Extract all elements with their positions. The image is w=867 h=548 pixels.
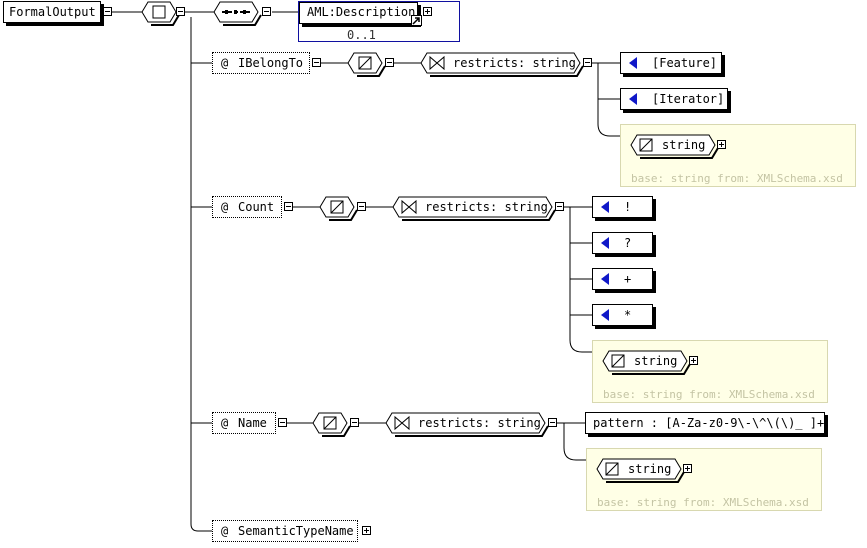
sequence-icon[interactable]	[212, 0, 262, 26]
attribute-symbol: @	[221, 200, 229, 214]
base-type-panel: string base: string from: XMLSchema.xsd	[620, 124, 856, 187]
enumeration-marker-icon	[629, 93, 637, 105]
pattern-facet[interactable]: pattern : [A-Za-z0-9\-\^\(\)_ ]+	[585, 412, 825, 434]
attribute-semantictypename-box[interactable]: @ SemanticTypeName	[212, 520, 358, 542]
base-type-note: base: string from: XMLSchema.xsd	[597, 496, 809, 509]
base-type-expand-toggle[interactable]	[689, 356, 698, 365]
enumeration-marker-icon	[601, 201, 609, 213]
compositor-collapse-toggle[interactable]	[176, 7, 185, 16]
simpletype-toggle[interactable]	[350, 418, 359, 427]
attribute-name-label: Name	[238, 416, 267, 430]
attribute-semantictypename-label: SemanticTypeName	[238, 524, 354, 538]
base-type-label: string	[662, 138, 706, 152]
enumeration-item[interactable]: [Feature]	[620, 52, 722, 74]
restriction-toggle[interactable]	[555, 202, 564, 211]
pattern-value: pattern : [A-Za-z0-9\-\^\(\)_ ]+	[593, 416, 825, 430]
restriction-shape[interactable]	[419, 51, 584, 77]
attribute-count-toggle[interactable]	[284, 202, 293, 211]
enumeration-item[interactable]: *	[592, 304, 653, 326]
attribute-symbol: @	[221, 524, 229, 538]
restriction-ibelongto-label: restricts: string	[453, 56, 576, 70]
root-element-label: FormalOutput	[9, 5, 96, 19]
base-type-expand-toggle[interactable]	[683, 464, 692, 473]
occurrence-label: 0..1	[347, 28, 376, 42]
attribute-ibelongto-label: IBelongTo	[238, 56, 304, 70]
base-type-panel: string base: string from: XMLSchema.xsd	[592, 340, 828, 403]
attribute-name-box[interactable]: @ Name	[212, 412, 276, 434]
base-type-shape[interactable]	[629, 133, 719, 159]
enumeration-value: +	[624, 272, 632, 286]
enumeration-item[interactable]: !	[592, 196, 653, 218]
enumeration-marker-icon	[601, 309, 609, 321]
base-type-panel: string base: string from: XMLSchema.xsd	[586, 448, 822, 511]
attribute-count-label: Count	[238, 200, 275, 214]
enumeration-value: [Iterator]	[652, 92, 725, 106]
enumeration-item[interactable]: +	[592, 268, 653, 290]
base-type-note: base: string from: XMLSchema.xsd	[631, 172, 843, 185]
enumeration-item[interactable]: [Iterator]	[620, 88, 728, 110]
enumeration-value: ?	[624, 236, 632, 250]
reference-arrow-icon	[411, 15, 422, 26]
enumeration-item[interactable]: ?	[592, 232, 653, 254]
restriction-count-label: restricts: string	[425, 200, 548, 214]
attribute-name-toggle[interactable]	[278, 418, 287, 427]
attribute-symbol: @	[221, 56, 229, 70]
base-type-shape[interactable]	[601, 349, 691, 375]
base-type-shape[interactable]	[595, 457, 685, 483]
attribute-ibelongto-toggle[interactable]	[312, 58, 321, 67]
root-element-box[interactable]: FormalOutput	[3, 1, 101, 23]
description-element-ref[interactable]: AML:Description 0..1	[298, 1, 460, 42]
simpletype-toggle[interactable]	[385, 58, 394, 67]
simpletype-toggle[interactable]	[357, 202, 366, 211]
attribute-semantictypename-toggle[interactable]	[362, 526, 371, 535]
description-element-label: AML:Description	[307, 5, 416, 19]
restriction-toggle[interactable]	[583, 58, 592, 67]
base-type-note: base: string from: XMLSchema.xsd	[603, 388, 815, 401]
attribute-symbol: @	[221, 416, 229, 430]
root-collapse-toggle[interactable]	[103, 7, 112, 16]
restriction-shape[interactable]	[384, 411, 549, 437]
enumeration-value: [Feature]	[652, 56, 718, 70]
sequence-collapse-toggle[interactable]	[262, 7, 271, 16]
simpletype-icon[interactable]	[346, 51, 386, 77]
restriction-shape[interactable]	[391, 195, 556, 221]
description-expand-toggle[interactable]	[423, 7, 432, 16]
base-type-label: string	[628, 462, 672, 476]
enumeration-marker-icon	[629, 57, 637, 69]
restriction-toggle[interactable]	[548, 418, 557, 427]
enumeration-value: *	[624, 308, 632, 322]
base-type-label: string	[634, 354, 678, 368]
description-element-box	[299, 2, 418, 24]
simpletype-icon[interactable]	[311, 411, 351, 437]
base-type-expand-toggle[interactable]	[717, 140, 726, 149]
compositor-square-icon[interactable]	[140, 0, 180, 26]
enumeration-marker-icon	[601, 237, 609, 249]
simpletype-icon[interactable]	[318, 195, 358, 221]
enumeration-value: !	[624, 200, 632, 214]
attribute-ibelongto-box[interactable]: @ IBelongTo	[212, 52, 310, 74]
restriction-name-label: restricts: string	[418, 416, 541, 430]
attribute-count-box[interactable]: @ Count	[212, 196, 282, 218]
enumeration-marker-icon	[601, 273, 609, 285]
